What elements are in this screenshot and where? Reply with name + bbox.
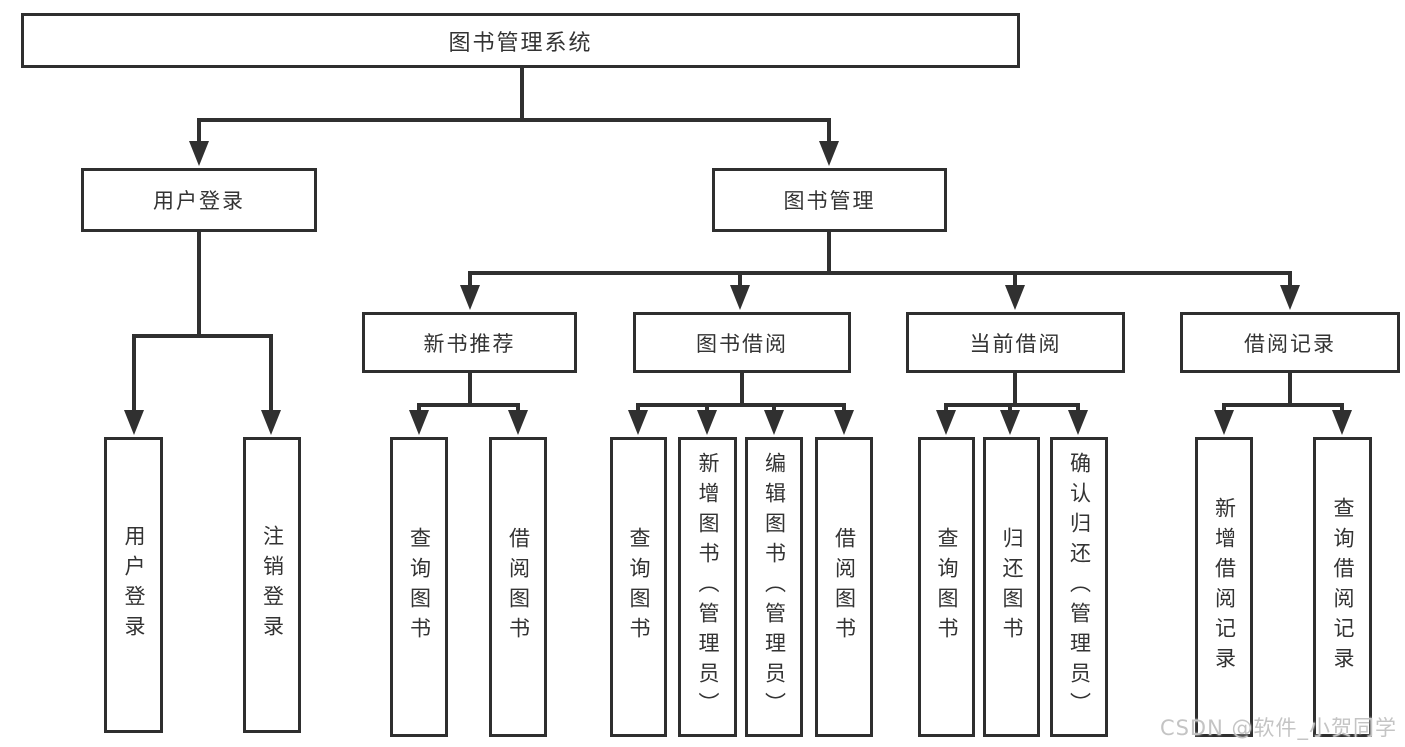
leaf-br-query-record: 查询借阅记录 [1313,437,1372,737]
node-new-book-recommend: 新书推荐 [362,312,577,373]
leaf-nb-borrow-books: 借阅图书 [489,437,547,737]
leaf-bb-query-books: 查询图书 [610,437,667,737]
arrowhead-ul-login [124,410,144,435]
node-user-login-branch: 用户登录 [81,168,317,232]
leaf-bb-query-books-label: 查询图书 [627,527,651,647]
arrowhead-bb-add [697,410,717,435]
arrowhead-cb-return [1000,410,1020,435]
arrowhead-user-login [189,141,209,166]
leaf-logout-label: 注销登录 [260,525,285,645]
leaf-bb-edit-books-admin: 编辑图书（管理员） [745,437,803,737]
arrowhead-new-book [460,285,480,310]
arrowhead-borrow-records [1280,285,1300,310]
arrowhead-nb-query [409,410,429,435]
arrowhead-cb-confirm [1068,410,1088,435]
leaf-cb-return-books-label: 归还图书 [1000,527,1024,647]
arrowhead-cb-query [936,410,956,435]
csdn-watermark: CSDN @软件_小贺同学 [1159,716,1397,740]
arrowhead-nb-borrow [508,410,528,435]
arrowhead-bb-borrow [834,410,854,435]
arrowhead-ul-logout [261,410,281,435]
node-book-management-branch-label: 图书管理 [783,189,876,213]
arrowhead-bb-edit [764,410,784,435]
leaf-cb-return-books: 归还图书 [983,437,1040,737]
leaf-cb-confirm-return-admin-label: 确认归还（管理员） [1067,452,1092,722]
leaf-cb-query-books: 查询图书 [918,437,975,737]
leaf-bb-borrow-books: 借阅图书 [815,437,873,737]
node-library-management-system: 图书管理系统 [21,13,1020,68]
node-borrowing-records-label: 借阅记录 [1244,331,1336,356]
arrowhead-br-query [1332,410,1352,435]
node-user-login-branch-label: 用户登录 [153,189,245,213]
arrowhead-bb-query [628,410,648,435]
node-book-borrowing-label: 图书借阅 [696,331,788,356]
node-borrowing-records: 借阅记录 [1180,312,1400,373]
leaf-br-add-record-label: 新增借阅记录 [1212,497,1237,677]
arrowhead-current-borrow [1005,285,1025,310]
leaf-nb-borrow-books-label: 借阅图书 [506,527,531,647]
leaf-user-login-label: 用户登录 [122,525,146,645]
leaf-bb-edit-books-admin-label: 编辑图书（管理员） [762,452,787,722]
leaf-br-add-record: 新增借阅记录 [1195,437,1253,737]
leaf-bb-add-books-admin: 新增图书（管理员） [678,437,737,737]
arrowhead-book-borrow [730,285,750,310]
leaf-cb-confirm-return-admin: 确认归还（管理员） [1050,437,1108,737]
node-new-book-recommend-label: 新书推荐 [423,331,516,356]
leaf-user-login: 用户登录 [104,437,163,733]
node-book-management-branch: 图书管理 [712,168,947,232]
leaf-nb-query-books-label: 查询图书 [407,527,432,647]
node-book-borrowing: 图书借阅 [633,312,851,373]
leaf-nb-query-books: 查询图书 [390,437,448,737]
node-library-management-system-label: 图书管理系统 [448,30,593,56]
node-current-borrowing: 当前借阅 [906,312,1125,373]
leaf-bb-add-books-admin-label: 新增图书（管理员） [696,452,720,722]
leaf-br-query-record-label: 查询借阅记录 [1331,497,1355,677]
leaf-cb-query-books-label: 查询图书 [935,527,959,647]
leaf-logout: 注销登录 [243,437,301,733]
arrowhead-book-mgmt [819,141,839,166]
node-current-borrowing-label: 当前借阅 [969,331,1062,356]
leaf-bb-borrow-books-label: 借阅图书 [832,527,857,647]
arrowhead-br-add [1214,410,1234,435]
